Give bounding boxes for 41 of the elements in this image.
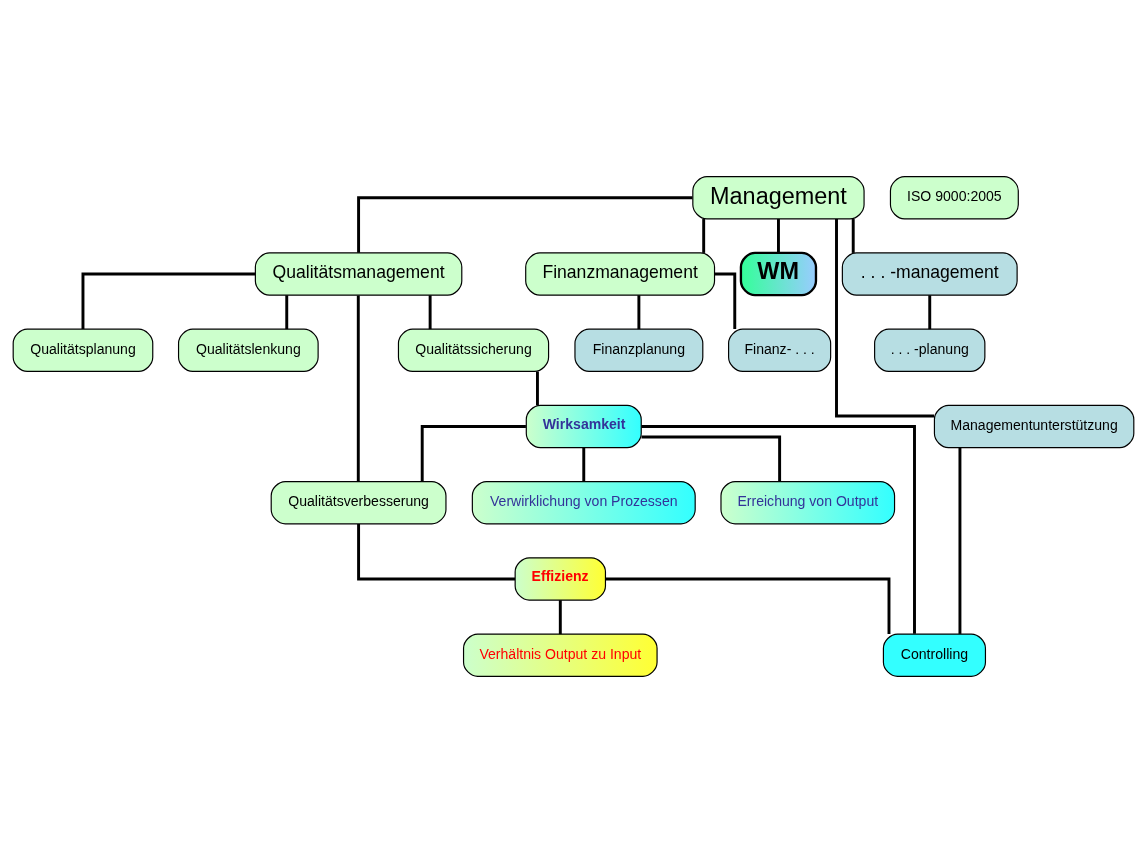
connector bbox=[851, 218, 855, 253]
connector bbox=[420, 424, 526, 481]
node-box: Qualitätsplanung bbox=[12, 328, 154, 372]
node-box: Finanzplanung bbox=[574, 328, 704, 372]
node-box: Effizienz bbox=[514, 556, 607, 601]
connector bbox=[641, 424, 916, 634]
node-box: Verhältnis Output zu Input bbox=[462, 633, 658, 677]
connector bbox=[702, 218, 706, 253]
connector bbox=[356, 295, 360, 481]
connector bbox=[535, 371, 539, 405]
node-box: Managementunterstützung bbox=[933, 404, 1135, 448]
connector bbox=[81, 272, 256, 329]
node-box: . . . -management bbox=[841, 251, 1018, 296]
connector bbox=[637, 294, 641, 329]
connector bbox=[605, 577, 891, 634]
connector bbox=[357, 195, 693, 253]
node-box: Controlling bbox=[882, 633, 987, 677]
connector bbox=[928, 294, 932, 329]
node-box: Qualitätsverbesserung bbox=[270, 480, 447, 524]
connector bbox=[428, 294, 432, 329]
node-box: Finanz- . . . bbox=[728, 328, 832, 372]
node-box: Qualitätslenkung bbox=[177, 328, 319, 372]
node-box: . . . -planung bbox=[874, 328, 986, 372]
connector bbox=[835, 218, 935, 417]
node-box: Verwirklichung von Prozessen bbox=[471, 480, 696, 524]
node-box: Wirksamkeit bbox=[525, 404, 642, 448]
connector bbox=[958, 447, 962, 634]
node-box: Finanzmanagement bbox=[525, 251, 716, 296]
connector bbox=[777, 218, 780, 253]
connector bbox=[582, 447, 586, 482]
node-box: Qualitätsmanagement bbox=[254, 251, 463, 296]
connector bbox=[641, 435, 782, 482]
node-box: Erreichung von Output bbox=[720, 480, 896, 524]
connector bbox=[285, 294, 289, 329]
node-box: Qualitätssicherung bbox=[397, 328, 550, 372]
connector bbox=[357, 523, 516, 580]
connector bbox=[714, 272, 737, 329]
node-box: ISO 9000:2005 bbox=[889, 175, 1019, 219]
node-box: WM bbox=[739, 251, 818, 296]
connector bbox=[558, 599, 562, 634]
node-box: Management bbox=[692, 175, 865, 219]
